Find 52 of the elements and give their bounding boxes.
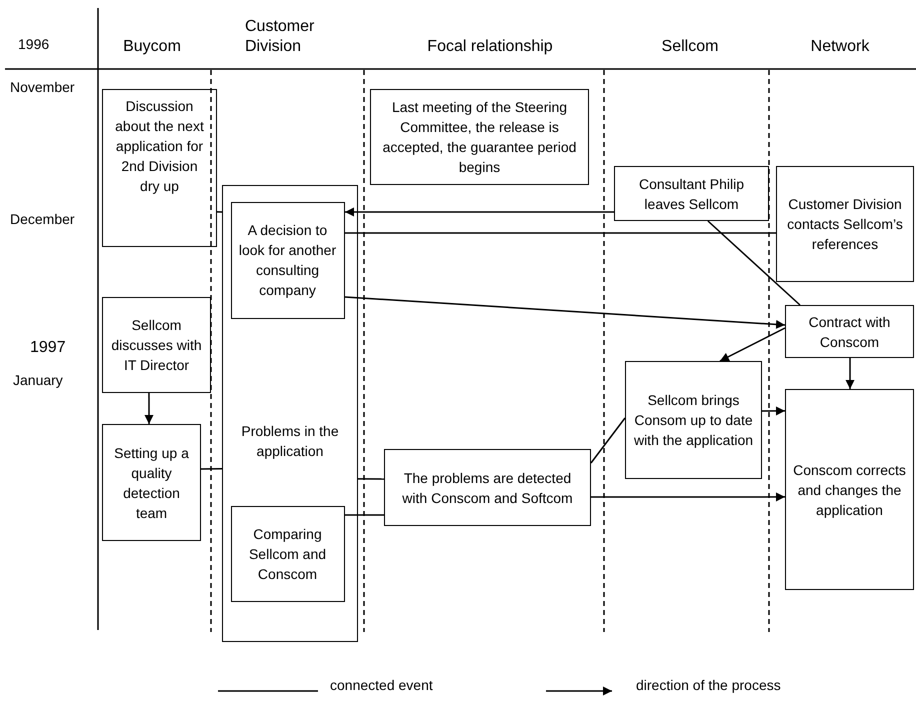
legend-text: direction of the process bbox=[636, 677, 781, 693]
connector-line bbox=[358, 478, 384, 480]
event-text: Comparing Sellcom and Conscom bbox=[248, 524, 328, 584]
arrow bbox=[591, 492, 785, 502]
event-text: Setting up a quality detection team bbox=[113, 444, 190, 522]
event-text: Consultant Philip leaves Sellcom bbox=[638, 174, 746, 214]
timeline-label: 1997 bbox=[30, 338, 66, 358]
connector-line bbox=[217, 211, 222, 213]
event-box bbox=[614, 166, 769, 221]
timeline-label: November bbox=[10, 78, 75, 97]
event-box bbox=[785, 389, 914, 590]
event-text: Problems in the application bbox=[240, 422, 340, 461]
event-box bbox=[785, 305, 914, 358]
event-box bbox=[384, 449, 591, 526]
timeline-label: January bbox=[13, 371, 63, 390]
event-text: Customer Division contacts Sellcom’s references bbox=[786, 195, 904, 254]
connector-line bbox=[345, 232, 776, 234]
event-text: Last meeting of the Steering Committee, the release is accepted, the guarantee period begins bbox=[382, 98, 578, 177]
connector-line bbox=[201, 468, 222, 470]
lane-header: Buycom bbox=[122, 37, 182, 57]
timeline-label: December bbox=[10, 210, 75, 229]
lane-header: Sellcom bbox=[660, 37, 720, 57]
timeline-label: 1996 bbox=[18, 35, 50, 54]
connector-line bbox=[345, 514, 384, 516]
event-box bbox=[776, 166, 914, 282]
lane-header: Network bbox=[810, 37, 870, 57]
lane-header: Focal relationship bbox=[426, 37, 554, 57]
arrow bbox=[345, 207, 614, 216]
arrow bbox=[762, 406, 785, 416]
legend-text: connected event bbox=[330, 677, 433, 693]
event-text: The problems are detected with Conscom and Softcom bbox=[401, 468, 574, 508]
event-box bbox=[102, 424, 201, 541]
event-text: Conscom corrects and changes the application bbox=[792, 460, 907, 520]
arrow bbox=[344, 296, 786, 329]
arrow bbox=[846, 358, 855, 389]
event-text: Sellcom brings Consom up to date with the application bbox=[632, 391, 754, 450]
connector-line bbox=[707, 220, 800, 306]
event-text: Discussion about the next application for 2nd Division dry up bbox=[114, 97, 205, 196]
event-box bbox=[625, 361, 762, 479]
lane-header: Customer Division bbox=[245, 17, 316, 57]
event-text: A decision to look for another consulting company bbox=[238, 221, 338, 300]
connector-line bbox=[590, 418, 626, 464]
event-box bbox=[370, 89, 589, 185]
event-box bbox=[230, 202, 344, 318]
event-box bbox=[102, 297, 211, 393]
arrow bbox=[720, 327, 786, 362]
arrow bbox=[144, 393, 154, 424]
event-group-box bbox=[222, 185, 358, 642]
event-box bbox=[230, 506, 344, 602]
event-text: Contract with Conscom bbox=[808, 312, 892, 352]
event-text: Sellcom discusses with IT Director bbox=[110, 316, 203, 375]
event-box bbox=[102, 89, 217, 247]
